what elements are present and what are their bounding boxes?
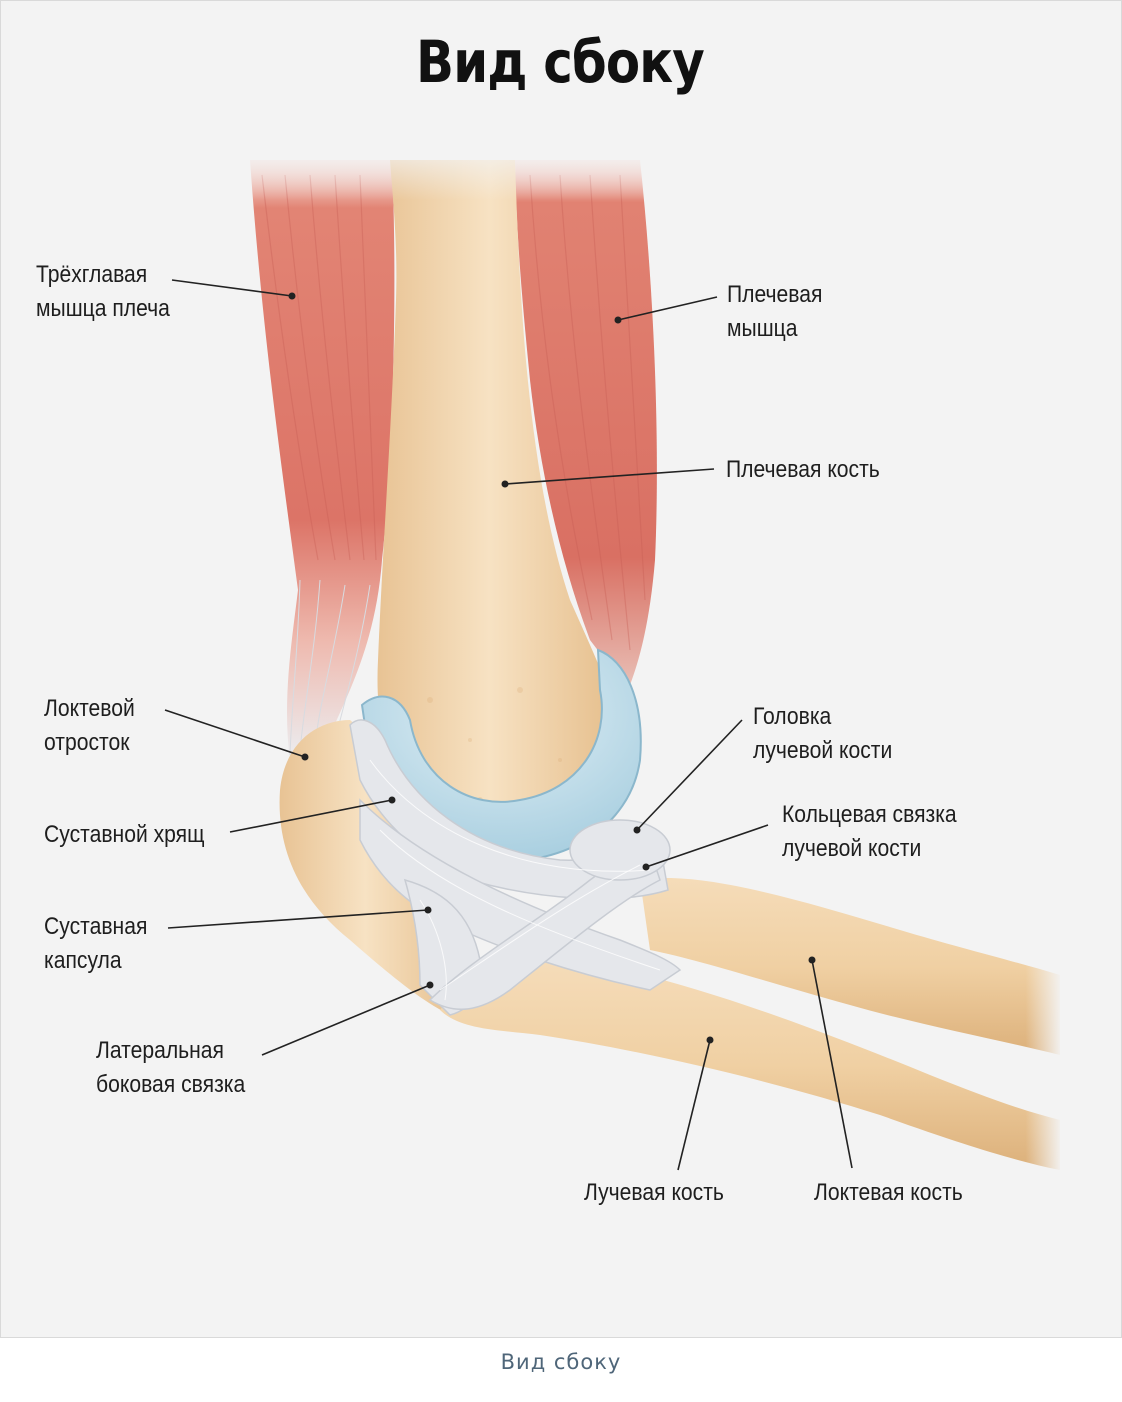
label-cartilage: Суставной хрящ [44, 821, 205, 848]
label-triceps: Трёхглавая мышца плеча [36, 261, 170, 322]
label-annular-ligament: Кольцевая связка лучевой кости [782, 801, 957, 862]
leader-lines [164, 279, 853, 1171]
triceps-fibers [261, 174, 377, 561]
image-caption: Вид сбоку [500, 1350, 622, 1374]
label-radial-head: Головка лучевой кости [753, 703, 893, 764]
label-lateral-ligament: Латеральная боковая связка [96, 1037, 246, 1098]
triceps-muscle [250, 160, 395, 760]
diagram-title: Вид сбоку [416, 28, 705, 96]
label-olecranon: Локтевой отросток [44, 695, 135, 756]
leader-dots [288, 292, 816, 1044]
label-ulna: Локтевая кость [814, 1179, 963, 1206]
label-brachialis: Плечевая мышца [727, 281, 823, 342]
label-capsule: Суставная капсула [44, 913, 148, 974]
brachialis-muscle [515, 160, 657, 690]
humerus-bone [377, 160, 627, 848]
label-radius: Лучевая кость [584, 1179, 724, 1206]
elbow-illustration [164, 140, 1062, 1190]
brachialis-fibers [529, 174, 646, 651]
label-humerus: Плечевая кость [726, 456, 880, 483]
